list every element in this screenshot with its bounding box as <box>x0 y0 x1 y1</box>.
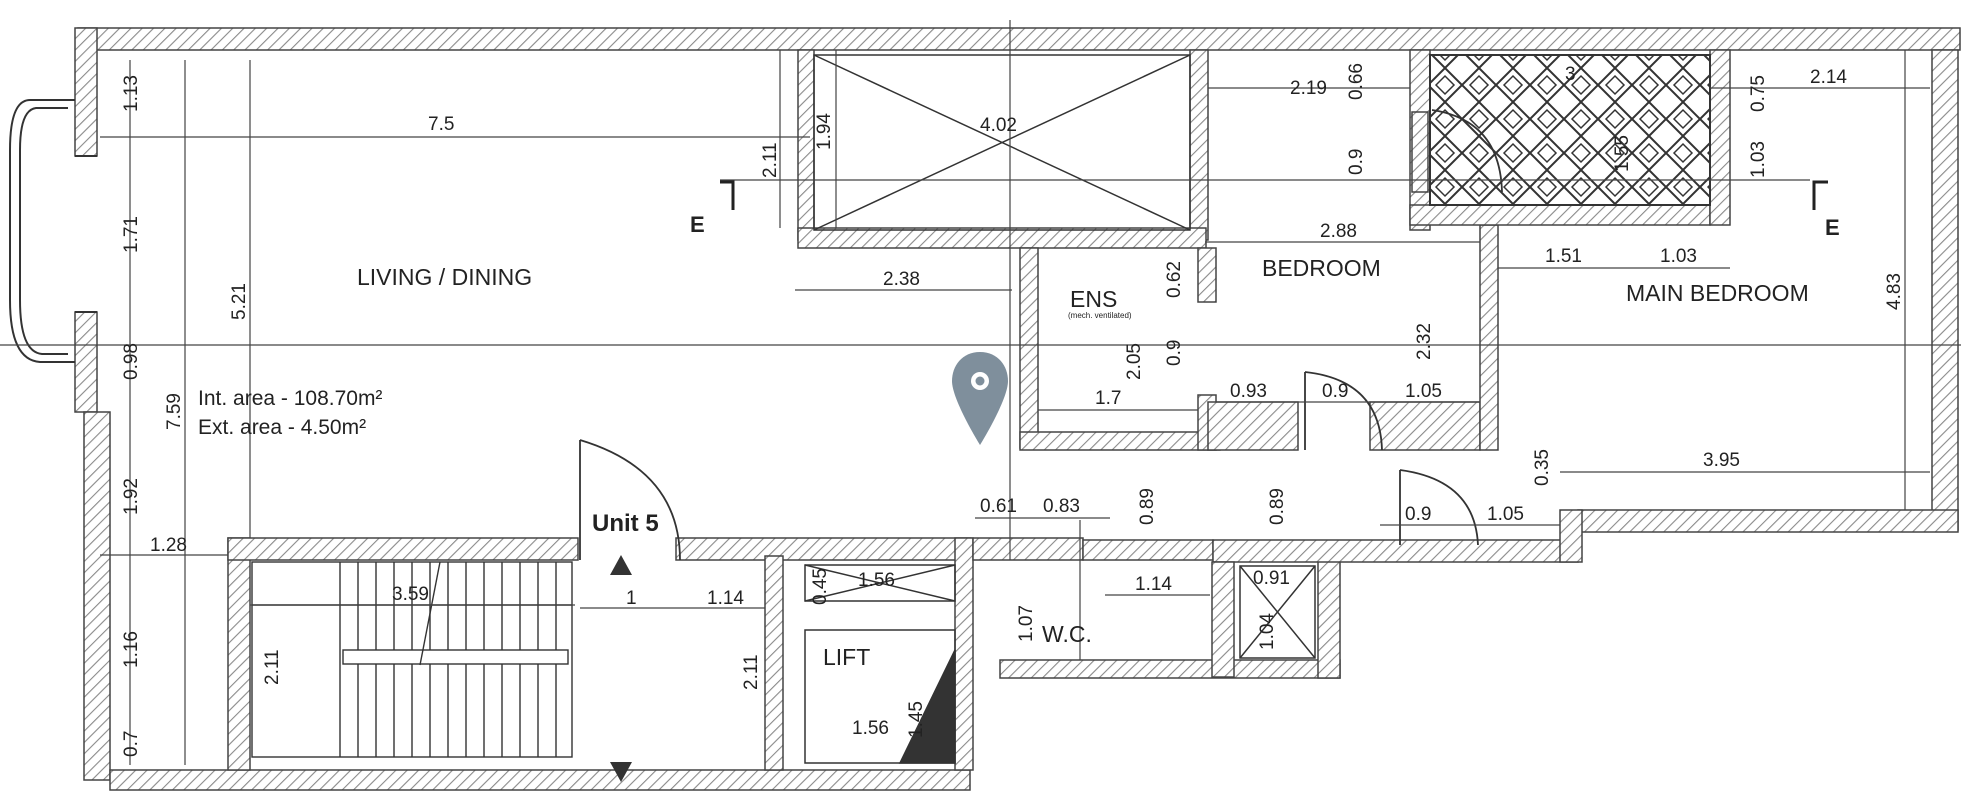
dim-label: 0.9 <box>1164 340 1185 366</box>
dim-label: 1.14 <box>707 588 744 609</box>
dim-label: 3 <box>1565 64 1576 85</box>
dim-label: 0.45 <box>810 568 831 605</box>
location-pin-icon[interactable] <box>952 352 1008 445</box>
dim-label: 1.56 <box>858 570 895 591</box>
dim-label: 1.7 <box>1095 388 1121 409</box>
up-arrow-icon <box>610 555 632 575</box>
dim-label: 4.02 <box>980 115 1017 136</box>
dim-label: 0.61 <box>980 496 1017 517</box>
dim-label: 0.35 <box>1532 449 1553 486</box>
dim-label: 0.9 <box>1322 381 1348 402</box>
dim-label: 1.07 <box>1016 605 1037 642</box>
dim-label: 1.04 <box>1257 613 1278 650</box>
staircase <box>251 561 573 758</box>
dim-label: 0.9 <box>1405 504 1431 525</box>
void-cross <box>813 54 1191 231</box>
dim-label: 1.05 <box>1405 381 1442 402</box>
dim-label: 1.51 <box>1545 246 1582 267</box>
dimension-lines <box>0 20 1961 765</box>
room-main-bedroom: MAIN BEDROOM <box>1626 280 1809 306</box>
dim-label: 0.89 <box>1267 488 1288 525</box>
dim-label: 2.19 <box>1290 78 1327 99</box>
dim-label: 0.75 <box>1748 75 1769 112</box>
dim-label: 1.45 <box>906 701 927 738</box>
unit-label: Unit 5 <box>592 510 659 537</box>
dim-label: 0.83 <box>1043 496 1080 517</box>
dim-label: 1.03 <box>1748 141 1769 178</box>
lift-shaft <box>804 564 956 764</box>
room-ensuite: ENS <box>1070 286 1117 312</box>
dim-label: 2.38 <box>883 269 920 290</box>
section-mark-left: E <box>690 212 705 237</box>
dim-label: 0.7 <box>121 731 142 757</box>
dim-label: 1.03 <box>1660 246 1697 267</box>
down-arrow-icon <box>610 762 632 782</box>
dim-label: 1.28 <box>150 535 187 556</box>
dim-label: 0.91 <box>1253 568 1290 589</box>
dimension-labels: 1.13 1.71 0.98 1.92 1.16 0.7 7.59 5.21 7… <box>121 63 1905 757</box>
dim-label: 0.62 <box>1164 261 1185 298</box>
dim-label: 2.32 <box>1414 323 1435 360</box>
dim-label: 7.5 <box>428 114 454 135</box>
dim-label: 2.11 <box>760 142 781 178</box>
dim-label: 3.59 <box>392 584 429 605</box>
dim-label: 0.89 <box>1137 488 1158 525</box>
dim-label: 2.05 <box>1124 343 1145 380</box>
dim-label: 1.92 <box>121 478 142 515</box>
room-lift: LIFT <box>823 644 870 670</box>
dim-label: 2.11 <box>262 649 283 685</box>
walls <box>74 27 1961 791</box>
dim-label: 2.11 <box>741 654 762 690</box>
external-area: Ext. area - 4.50m² <box>198 416 366 439</box>
dim-label: 1.56 <box>852 718 889 739</box>
room-living-dining: LIVING / DINING <box>357 264 532 290</box>
dim-label: 0.98 <box>121 343 142 380</box>
room-ensuite-note: (mech. ventilated) <box>1068 311 1132 320</box>
section-marks <box>720 180 1828 210</box>
internal-area: Int. area - 108.70m² <box>198 387 382 410</box>
room-wc: W.C. <box>1042 621 1092 647</box>
dim-label: 0.93 <box>1230 381 1267 402</box>
dim-label: 0.9 <box>1346 149 1367 175</box>
room-bedroom: BEDROOM <box>1262 255 1381 281</box>
bay-window <box>9 99 97 363</box>
doors <box>579 109 1503 561</box>
dim-label: 4.83 <box>1884 273 1905 310</box>
dim-label: 2.14 <box>1810 67 1847 88</box>
dim-label: 1.05 <box>1487 504 1524 525</box>
dim-label: 1.14 <box>1135 574 1172 595</box>
dim-label: 1.13 <box>121 75 142 112</box>
dim-label: 3.95 <box>1703 450 1740 471</box>
dim-label: 2.88 <box>1320 221 1357 242</box>
dim-label: 1 <box>626 588 637 609</box>
section-mark-right: E <box>1825 215 1840 240</box>
dim-label: 1.94 <box>814 113 835 150</box>
dim-label: 1.71 <box>121 216 142 253</box>
dim-label: 0.66 <box>1346 63 1367 100</box>
duct-shaft <box>1239 565 1316 659</box>
dim-label: 1.16 <box>121 631 142 668</box>
dim-label: 5.21 <box>229 283 250 320</box>
dim-label: 1.55 <box>1612 135 1633 172</box>
dim-label: 7.59 <box>164 393 185 430</box>
